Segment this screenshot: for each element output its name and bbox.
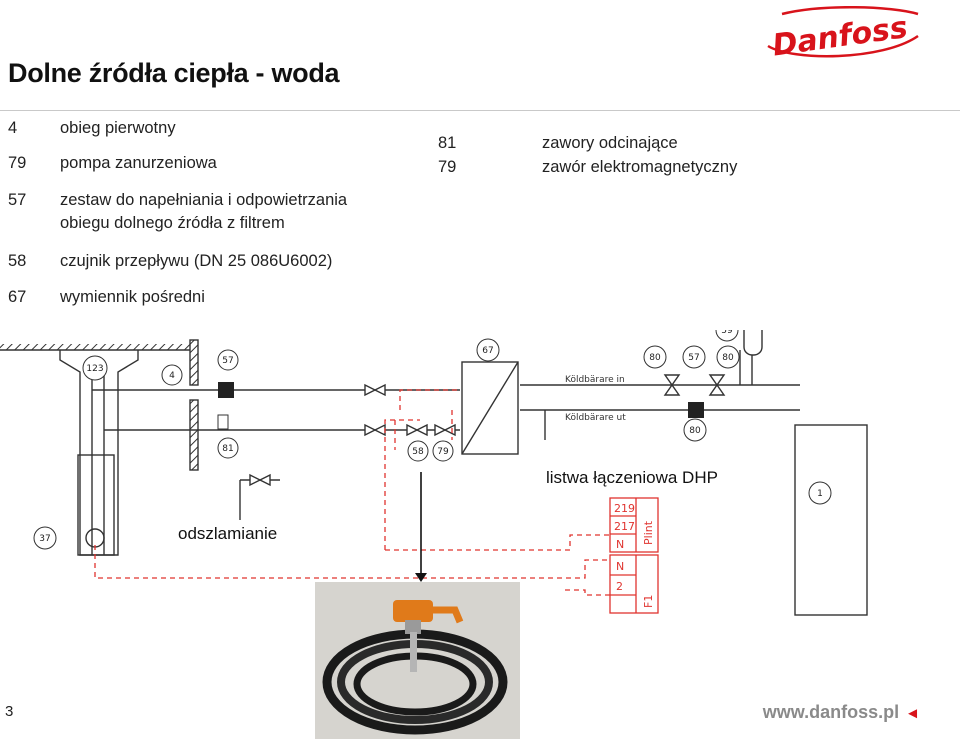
legend-left: 4 obieg pierwotny 79 pompa zanurzeniowa … <box>0 118 420 308</box>
tag-80a: 80 <box>643 345 667 369</box>
shutoff-valve <box>406 423 428 437</box>
expansion-vessel-59 <box>743 330 763 356</box>
flow-sensor-image <box>315 582 520 739</box>
legend-right: 81 zawory odcinające 79 zawór elektromag… <box>438 133 838 183</box>
terminal-block-f1 <box>609 554 659 614</box>
shutoff-valve <box>364 423 386 437</box>
terminal-217: 217 <box>614 520 635 533</box>
tag-59: 59 <box>715 330 739 342</box>
well-pump-box <box>77 454 115 556</box>
legend-text: obieg pierwotny <box>60 119 176 137</box>
shutoff-valve <box>663 374 681 396</box>
shutoff-valve <box>434 423 456 437</box>
terminal-block-plint <box>609 497 659 553</box>
wall-lower <box>189 399 199 471</box>
legend-text: zawory odcinające <box>542 134 678 152</box>
svg-text:57: 57 <box>222 356 233 366</box>
legend-num: 81 <box>438 134 457 152</box>
page-number: 3 <box>5 703 14 720</box>
tag-80b: 80 <box>716 345 740 369</box>
tag-57: 57 <box>217 349 239 371</box>
tag-57b: 57 <box>682 345 706 369</box>
legend-text: obiegu dolnego źródła z filtrem <box>60 214 285 232</box>
legend-num: 79 <box>8 154 27 172</box>
svg-text:80: 80 <box>689 426 701 436</box>
f1-label: F1 <box>642 595 655 608</box>
legend-num: 67 <box>8 288 27 306</box>
svg-text:80: 80 <box>649 353 661 363</box>
flow-sensor-photo <box>315 582 520 739</box>
footer-url: www.danfoss.pl ◄ <box>763 702 920 723</box>
plint-label: Plint <box>642 520 655 545</box>
svg-text:57: 57 <box>688 353 699 363</box>
desludging-label: odszlamianie <box>178 524 278 543</box>
legend-text: zawór elektromagnetyczny <box>542 158 738 176</box>
submersible-pump <box>85 528 105 548</box>
legend-num: 4 <box>8 119 18 137</box>
svg-text:81: 81 <box>222 444 233 454</box>
drain-valve <box>249 473 271 487</box>
tag-81: 81 <box>217 437 239 459</box>
svg-text:58: 58 <box>412 447 424 457</box>
legend-text: zestaw do napełniania i odpowietrzania <box>60 191 348 209</box>
svg-text:1: 1 <box>817 489 823 499</box>
pointer-arrow-icon <box>415 573 427 582</box>
header-divider <box>0 110 960 111</box>
svg-text:4: 4 <box>169 371 175 381</box>
tag-37: 37 <box>33 526 57 550</box>
tag-4: 4 <box>161 364 183 386</box>
tag-79: 79 <box>432 440 454 462</box>
pipe-in-label: Köldbärare in <box>565 375 625 385</box>
legend-num: 79 <box>438 158 457 176</box>
footer-url-text: www.danfoss.pl <box>762 702 900 722</box>
terminal-strip-label: listwa łączeniowa DHP <box>546 468 718 487</box>
legend-text: pompa zanurzeniowa <box>60 154 217 172</box>
pipe-out-label: Köldbärare ut <box>565 413 626 423</box>
svg-text:80: 80 <box>722 353 734 363</box>
arrow-left-icon: ◄ <box>905 705 920 722</box>
terminal-n: N <box>616 538 624 551</box>
svg-text:123: 123 <box>86 364 103 374</box>
tag-67: 67 <box>476 338 500 362</box>
well-funnel <box>59 350 139 556</box>
terminal-219: 219 <box>614 502 635 515</box>
tag-123: 123 <box>82 355 108 381</box>
svg-text:67: 67 <box>482 346 493 356</box>
legend-text: czujnik przepływu (DN 25 086U6002) <box>60 252 333 270</box>
filter-57b <box>688 402 704 418</box>
heat-pump-unit <box>794 424 868 616</box>
wall-upper <box>189 339 199 386</box>
terminal-2: 2 <box>616 580 623 593</box>
legend-text: wymiennik pośredni <box>60 288 205 306</box>
danfoss-logo: Danfoss <box>767 6 919 64</box>
tag-1: 1 <box>808 481 832 505</box>
hydraulic-schematic: 219 217 N N 2 Plint F1 Köldbärare in Köl… <box>0 330 868 616</box>
svg-text:37: 37 <box>39 534 50 544</box>
tag-80c: 80 <box>683 418 707 442</box>
svg-text:59: 59 <box>721 330 733 336</box>
page-title: Dolne źródła ciepła - woda <box>8 58 340 88</box>
tag-58: 58 <box>407 440 429 462</box>
svg-text:79: 79 <box>437 447 449 457</box>
shutoff-valve <box>364 383 386 397</box>
shutoff-valve <box>708 374 726 396</box>
terminal-n2: N <box>616 560 624 573</box>
valve-81 <box>217 414 229 430</box>
filter-57 <box>218 382 234 398</box>
ground-hatch <box>0 344 190 350</box>
legend-num: 57 <box>8 191 27 209</box>
legend-num: 58 <box>8 252 27 270</box>
